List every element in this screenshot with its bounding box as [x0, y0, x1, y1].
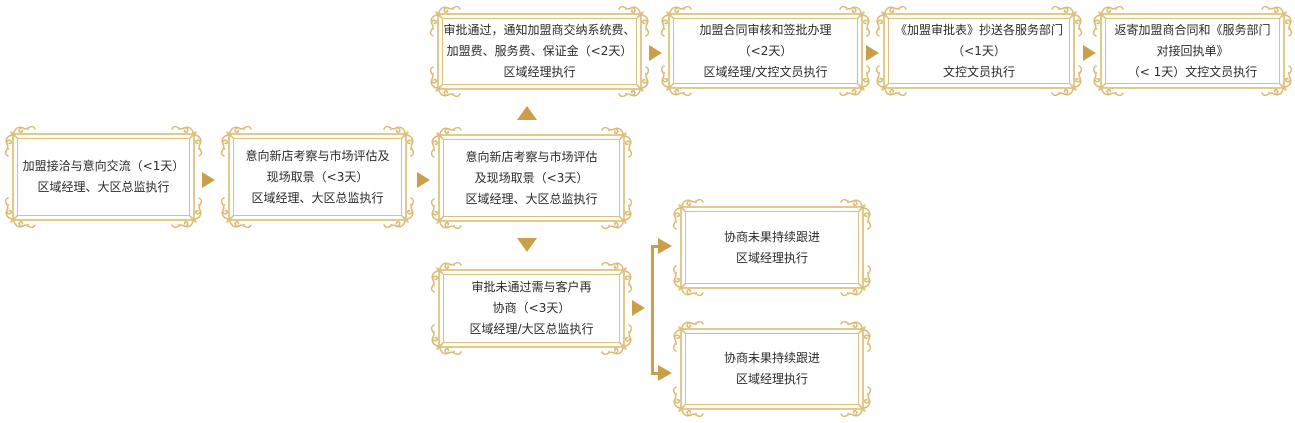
- step-box-approval-form-distribution: 《加盟审批表》抄送各服务部门 （<1天） 文控文员执行: [883, 13, 1075, 89]
- step-line: 审批通过，通知加盟商交纳系统费、: [443, 23, 636, 37]
- arrow-right-icon: [632, 300, 645, 316]
- step-text: 协商未果持续跟进 区域经理执行: [688, 330, 856, 408]
- step-text: 加盟合同审核和签批办理 （<2天） 区域经理/文控文员执行: [676, 15, 855, 87]
- step-text: 返寄加盟商合同和《服务部门 对接回执单》 （< 1天）文控文员执行: [1108, 15, 1277, 87]
- arrow-right-icon: [202, 172, 215, 188]
- step-line: 文控文员执行: [942, 64, 1015, 79]
- step-box-return-contract: 返寄加盟商合同和《服务部门 对接回执单》 （< 1天）文控文员执行: [1100, 13, 1285, 89]
- step-box-contract-review: 加盟合同审核和签批办理 （<2天） 区域经理/文控文员执行: [668, 13, 863, 89]
- step-line: 及现场取景（<3天）: [474, 170, 589, 185]
- step-line: 协商未果持续跟进: [723, 229, 820, 244]
- step-line: 现场取景（<3天）: [266, 169, 369, 184]
- step-box-franchise-inquiry: 加盟接洽与意向交流（<1天） 区域经理、大区总监执行: [12, 133, 195, 221]
- step-line: 加盟接洽与意向交流（<1天）: [22, 159, 185, 173]
- step-text: 协商未果持续跟进 区域经理执行: [688, 208, 856, 287]
- step-line: 区域经理执行: [735, 250, 808, 265]
- step-line: 审批未通过需与客户再: [471, 280, 592, 294]
- step-line: 区域经理、大区总监执行: [465, 191, 598, 206]
- arrow-down-icon: [517, 238, 537, 252]
- step-text: 审批通过，通知加盟商交纳系统费、 加盟费、服务费、保证金（<2天） 区域经理执行: [443, 15, 636, 88]
- step-line: 区域经理/文控文员执行: [703, 64, 828, 79]
- step-line: 区域经理/大区总监执行: [469, 322, 594, 336]
- step-box-approval-failed: 审批未通过需与客户再 协商（<3天） 区域经理/大区总监执行: [438, 269, 625, 348]
- step-line: 返寄加盟商合同和《服务部门: [1114, 22, 1271, 37]
- arrow-right-icon: [658, 238, 672, 254]
- step-line: 区域经理、大区总监执行: [251, 190, 384, 205]
- step-text: 意向新店考察与市场评估及 现场取景（<3天） 区域经理、大区总监执行: [236, 135, 399, 219]
- arrow-right-icon: [866, 45, 879, 61]
- step-text: 《加盟审批表》抄送各服务部门 （<1天） 文控文员执行: [891, 15, 1067, 87]
- step-line: 对接回执单》: [1156, 43, 1229, 58]
- step-line: 区域经理执行: [735, 372, 808, 386]
- step-line: 区域经理执行: [503, 65, 576, 79]
- step-line: 协商未果持续跟进: [723, 351, 820, 365]
- branch-connector-top: [651, 245, 660, 248]
- step-box-follow-up-1: 协商未果持续跟进 区域经理执行: [680, 206, 864, 289]
- arrow-right-icon: [417, 172, 430, 188]
- step-line: 协商（<3天）: [492, 301, 571, 315]
- branch-connector-bottom: [651, 372, 660, 375]
- step-box-follow-up-2: 协商未果持续跟进 区域经理执行: [680, 328, 864, 410]
- arrow-right-icon: [1083, 45, 1096, 61]
- step-box-site-inspection-1: 意向新店考察与市场评估及 现场取景（<3天） 区域经理、大区总监执行: [228, 133, 407, 221]
- step-line: （<1天）: [952, 43, 1006, 58]
- step-text: 审批未通过需与客户再 协商（<3天） 区域经理/大区总监执行: [446, 271, 617, 346]
- step-line: 意向新店考察与市场评估: [465, 149, 598, 164]
- arrow-right-icon: [658, 365, 672, 381]
- step-text: 意向新店考察与市场评估 及现场取景（<3天） 区域经理、大区总监执行: [446, 136, 617, 220]
- step-text: 加盟接洽与意向交流（<1天） 区域经理、大区总监执行: [20, 135, 187, 219]
- step-box-approval-passed: 审批通过，通知加盟商交纳系统费、 加盟费、服务费、保证金（<2天） 区域经理执行: [437, 13, 642, 90]
- step-box-site-inspection-2: 意向新店考察与市场评估 及现场取景（<3天） 区域经理、大区总监执行: [438, 134, 625, 222]
- branch-connector-vertical: [651, 245, 654, 375]
- arrow-right-icon: [649, 45, 662, 61]
- step-line: 《加盟审批表》抄送各服务部门: [894, 22, 1063, 37]
- arrow-up-icon: [517, 106, 537, 120]
- step-line: 加盟合同审核和签批办理: [699, 22, 832, 37]
- step-line: 加盟费、服务费、保证金（<2天）: [446, 44, 633, 58]
- step-line: 区域经理、大区总监执行: [37, 180, 170, 194]
- step-line: 意向新店考察与市场评估及: [245, 148, 390, 163]
- step-line: （< 1天）文控文员执行: [1127, 64, 1258, 79]
- step-line: （<2天）: [738, 43, 793, 58]
